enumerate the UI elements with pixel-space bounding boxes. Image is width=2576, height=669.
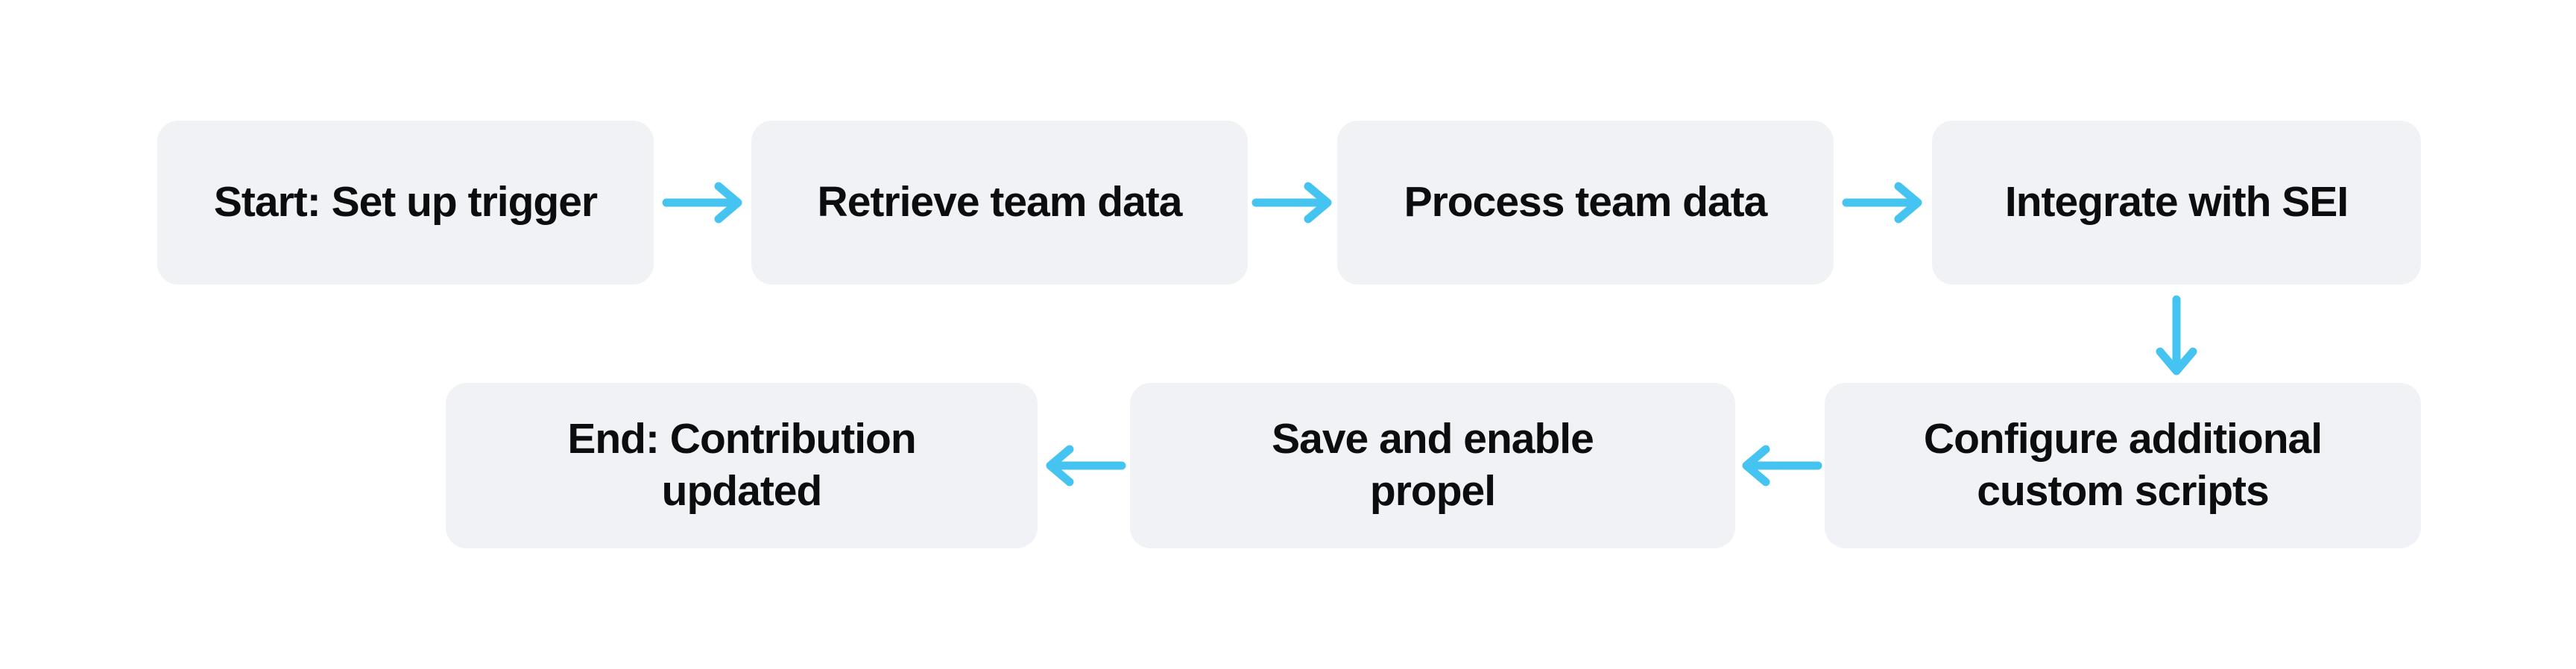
- flow-node-start: Start: Set up trigger: [157, 121, 654, 285]
- flow-node-configure: Configure additional custom scripts: [1825, 383, 2421, 548]
- node-label: Process team data: [1404, 178, 1768, 226]
- arrow-retrieve-to-process-icon: [1251, 180, 1335, 229]
- node-label: End: Contribution updated: [567, 415, 916, 515]
- node-label: Retrieve team data: [817, 178, 1183, 226]
- arrow-configure-to-save-icon: [1739, 443, 1822, 492]
- flow-node-save: Save and enable propel: [1130, 383, 1735, 548]
- node-label: Start: Set up trigger: [213, 178, 598, 226]
- node-label: Save and enable propel: [1272, 415, 1594, 515]
- arrow-save-to-end-icon: [1043, 443, 1126, 492]
- arrow-process-to-integrate-icon: [1842, 180, 1925, 229]
- node-label: Integrate with SEI: [2004, 178, 2349, 226]
- node-label: Configure additional custom scripts: [1923, 415, 2323, 515]
- flow-node-end: End: Contribution updated: [446, 383, 1038, 548]
- flow-node-retrieve: Retrieve team data: [751, 121, 1248, 285]
- arrow-start-to-retrieve-icon: [662, 180, 745, 229]
- flow-node-integrate: Integrate with SEI: [1932, 121, 2421, 285]
- arrow-integrate-to-configure-icon: [2154, 295, 2199, 382]
- flow-node-process: Process team data: [1337, 121, 1834, 285]
